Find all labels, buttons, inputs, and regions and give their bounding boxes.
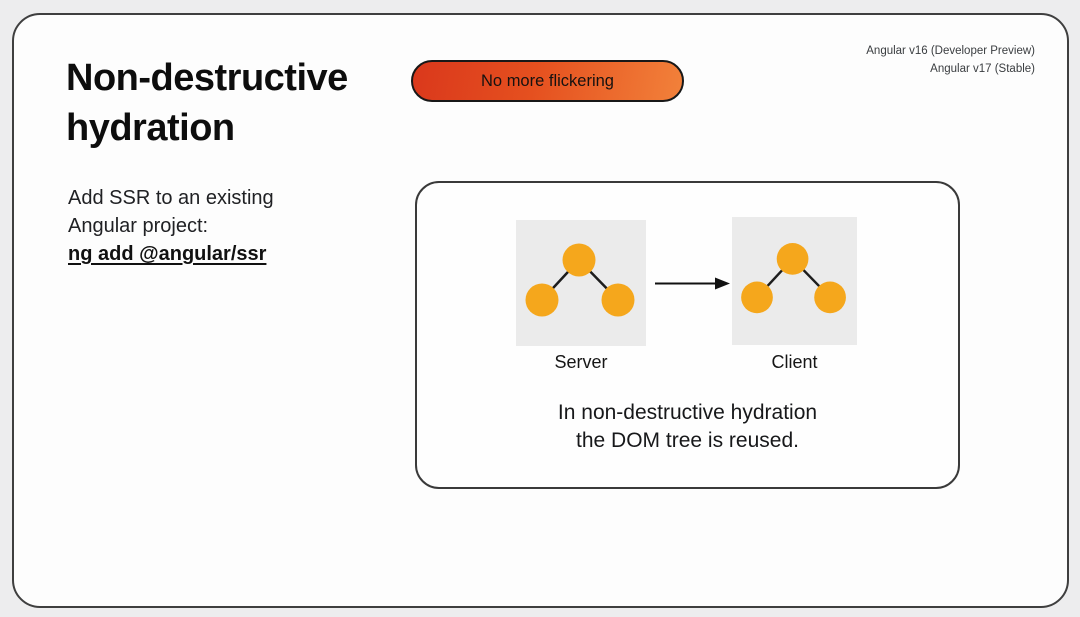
no-flickering-badge: No more flickering bbox=[411, 60, 684, 102]
version-note-line1: Angular v16 (Developer Preview) bbox=[866, 45, 1035, 57]
tree-node bbox=[525, 283, 559, 317]
client-dom-tree-diagram bbox=[741, 243, 846, 314]
tree-node bbox=[814, 281, 846, 314]
diagram-caption: In non-destructive hydration the DOM tre… bbox=[417, 399, 958, 456]
server-tree-box bbox=[516, 220, 646, 346]
client-tree-box bbox=[732, 217, 857, 345]
server-dom-tree-diagram bbox=[525, 243, 635, 317]
ssr-command-code: ng add @angular/ssr bbox=[68, 243, 267, 265]
ssr-instruction-text: Add SSR to an existing Angular project: bbox=[68, 187, 274, 237]
badge-label: No more flickering bbox=[481, 71, 614, 90]
server-to-client-arrow bbox=[655, 275, 730, 292]
diagram-caption-line2: the DOM tree is reused. bbox=[576, 429, 799, 453]
diagram-caption-line1: In non-destructive hydration bbox=[557, 401, 818, 424]
tree-node bbox=[562, 243, 596, 277]
page-title: Non-destructive hydration bbox=[66, 57, 348, 150]
server-label: Server bbox=[554, 352, 608, 372]
version-note-line2: Angular v17 (Stable) bbox=[930, 63, 1035, 76]
slide: Angular v16 (Developer Preview) Angular … bbox=[12, 13, 1069, 608]
tree-node bbox=[776, 243, 809, 275]
client-label: Client bbox=[771, 352, 818, 372]
ssr-instruction: Add SSR to an existing Angular project: … bbox=[68, 184, 313, 268]
tree-node bbox=[601, 283, 635, 317]
tree-node bbox=[741, 281, 773, 314]
right-arrow-icon bbox=[655, 277, 730, 290]
hydration-diagram-card: Server Client In non-destructive hydrati… bbox=[415, 181, 960, 489]
version-note: Angular v16 (Developer Preview) Angular … bbox=[866, 42, 1035, 79]
